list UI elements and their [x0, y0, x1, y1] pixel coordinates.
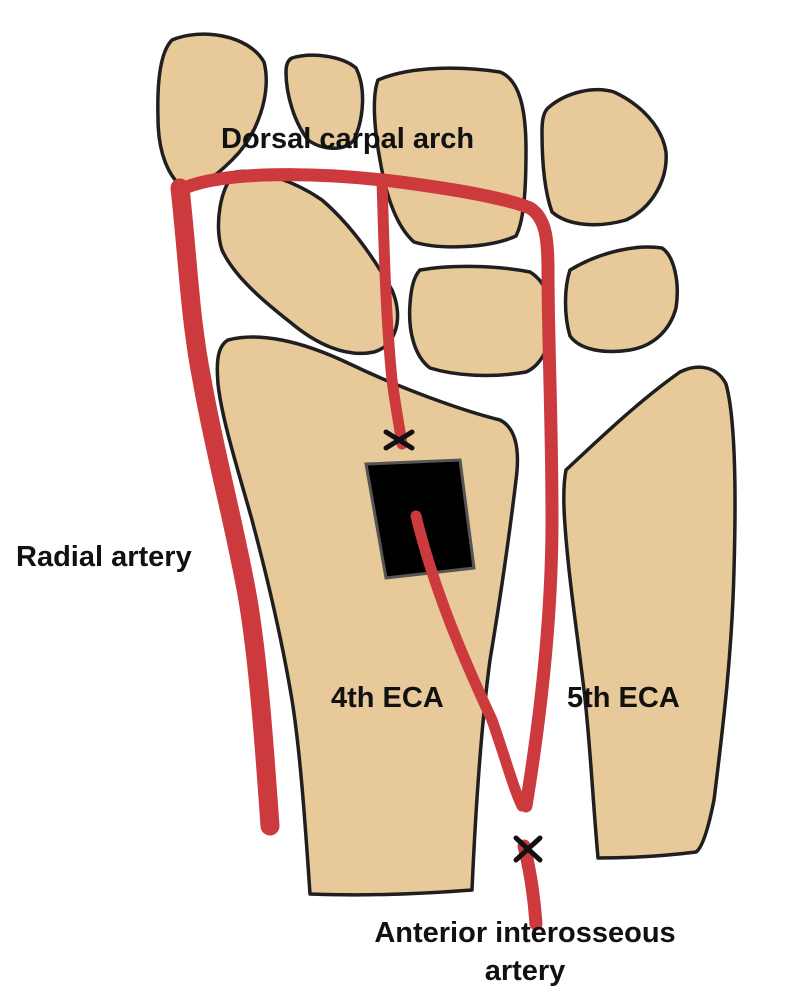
- x-mark-icon: [383, 429, 415, 451]
- fourth-eca-graft-pedicle: [410, 510, 528, 812]
- x-mark-icon: [513, 835, 543, 863]
- trapezium-bone: [156, 32, 268, 192]
- triquetrum-bone: [563, 245, 679, 354]
- capitate-bone: [372, 66, 528, 249]
- ligation-anterior-interosseous: [513, 835, 543, 863]
- radial-artery: [170, 178, 280, 836]
- radial-artery-label: Radial artery: [16, 541, 192, 573]
- fourth-eca-label: 4th ECA: [331, 682, 444, 714]
- dorsal-carpal-arch-label: Dorsal carpal arch: [221, 123, 475, 155]
- hamate-bone: [540, 88, 668, 227]
- dorsal-carpal-arch-artery: [173, 168, 559, 813]
- anterior-interosseous-artery-label: Anterior interosseous artery: [374, 917, 676, 987]
- forearm-bones: [215, 335, 737, 897]
- fourth-eca-artery: [376, 174, 408, 450]
- arteries: [170, 168, 559, 931]
- ligation-proximal-4th-eca: [383, 429, 415, 451]
- carpal-bones: [156, 32, 679, 378]
- scaphoid-bone: [216, 169, 400, 356]
- ulna-bone: [562, 365, 737, 860]
- fifth-eca-label: 5th ECA: [567, 682, 680, 714]
- trapezoid-bone: [284, 53, 365, 150]
- lunate-bone: [407, 264, 554, 378]
